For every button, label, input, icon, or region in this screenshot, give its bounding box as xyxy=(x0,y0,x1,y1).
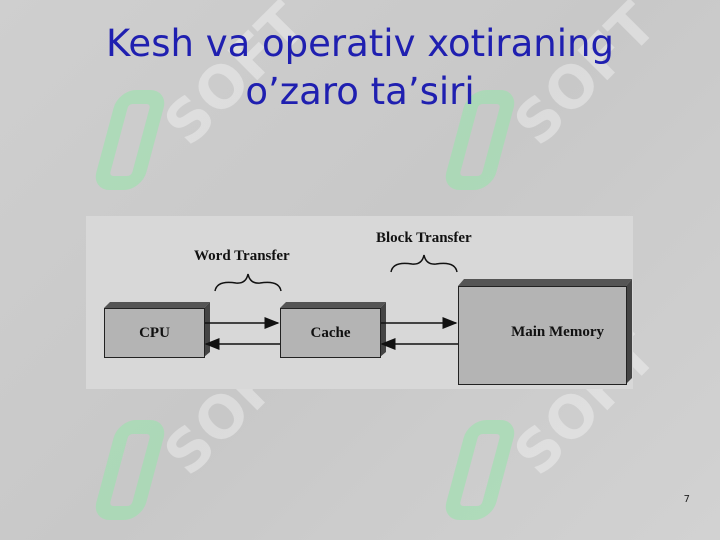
page-number: 7 xyxy=(683,494,690,505)
main-memory-box: Main Memory xyxy=(458,286,627,385)
block-transfer-label: Block Transfer xyxy=(376,230,472,246)
slide-title: Kesh va operativ xotiraning o’zaro ta’si… xyxy=(0,20,720,116)
logo-icon xyxy=(91,420,169,520)
diagram-lines xyxy=(104,254,632,384)
cache-box: Cache xyxy=(280,308,381,358)
block-transfer-brace xyxy=(390,254,458,273)
title-line-2: o’zaro ta’siri xyxy=(245,70,475,113)
word-transfer-label: Word Transfer xyxy=(194,248,290,264)
cpu-box: CPU xyxy=(104,308,205,358)
word-transfer-brace xyxy=(214,273,282,292)
logo-icon xyxy=(441,420,519,520)
cache-memory-diagram: CPU Cache Main Memory Word Transfer Bloc… xyxy=(86,216,633,389)
title-line-1: Kesh va operativ xotiraning xyxy=(106,22,614,65)
